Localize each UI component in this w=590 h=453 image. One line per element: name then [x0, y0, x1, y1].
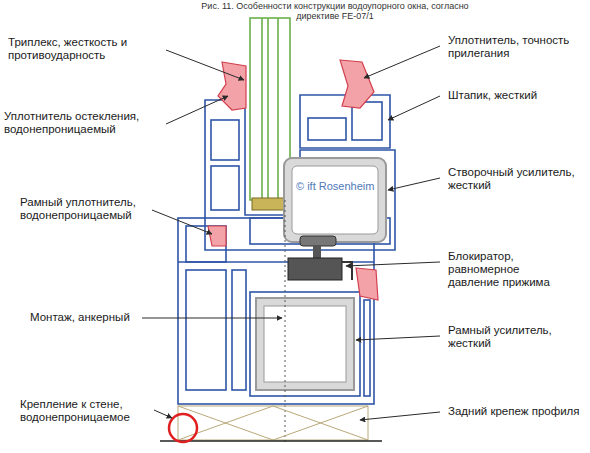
callout-label: Триплекс, жесткость и противоударность: [8, 36, 168, 62]
label-slot: Крепление к стене, водонепроницаемое: [20, 398, 155, 424]
label-slot: Уплотнитель остекления, водонепроницаемы…: [4, 110, 164, 136]
label-slot: Триплекс, жесткость и противоударность: [8, 36, 168, 62]
watermark: © ift Rosenheim: [296, 180, 384, 193]
leader-line: [142, 46, 440, 420]
wall-line: [160, 440, 382, 442]
callout-label: Блокиратор, равномерное давление прижима: [448, 250, 568, 289]
seal-mark: [169, 414, 197, 442]
frame-reinforcement: [256, 298, 354, 390]
callout-label: Уплотнитель, точность прилегания: [448, 34, 586, 60]
label-slot: Рамный уплотнитель, водонепроницаемый: [20, 196, 160, 222]
label-slot: Задний крепеж профиля: [448, 405, 586, 418]
locking-device: [288, 236, 352, 280]
label-slot: Штапик, жесткий: [448, 89, 586, 102]
back-fixing: [178, 406, 368, 440]
callout-label: Створочный усилитель, жесткий: [448, 166, 578, 192]
label-slot: Блокиратор, равномерное давление прижима: [448, 250, 568, 289]
callout-label: Монтаж, анкерный: [30, 311, 150, 324]
callout-label: Рамный уплотнитель, водонепроницаемый: [20, 196, 160, 222]
label-slot: Уплотнитель, точность прилегания: [448, 34, 586, 60]
sash-reinforcement: [284, 158, 386, 242]
title-slot: Рис. 11. Особенности конструкции водоупо…: [200, 1, 470, 21]
callout-label: Задний крепеж профиля: [448, 405, 586, 418]
label-slot: Створочный усилитель, жесткий: [448, 166, 578, 192]
glass-spacer: [252, 198, 288, 210]
frame-profile: [178, 218, 374, 404]
label-slot: Монтаж, анкерный: [30, 311, 150, 324]
label-slot: Рамный усилитель, жесткий: [448, 324, 578, 350]
figure-title: Рис. 11. Особенности конструкции водоупо…: [200, 1, 470, 21]
callout-label: Крепление к стене, водонепроницаемое: [20, 398, 155, 424]
callout-label: Уплотнитель остекления, водонепроницаемы…: [4, 110, 164, 136]
label-slot: © ift Rosenheim: [296, 180, 384, 193]
callout-label: Рамный усилитель, жесткий: [448, 324, 578, 350]
callout-label: Штапик, жесткий: [448, 89, 586, 102]
